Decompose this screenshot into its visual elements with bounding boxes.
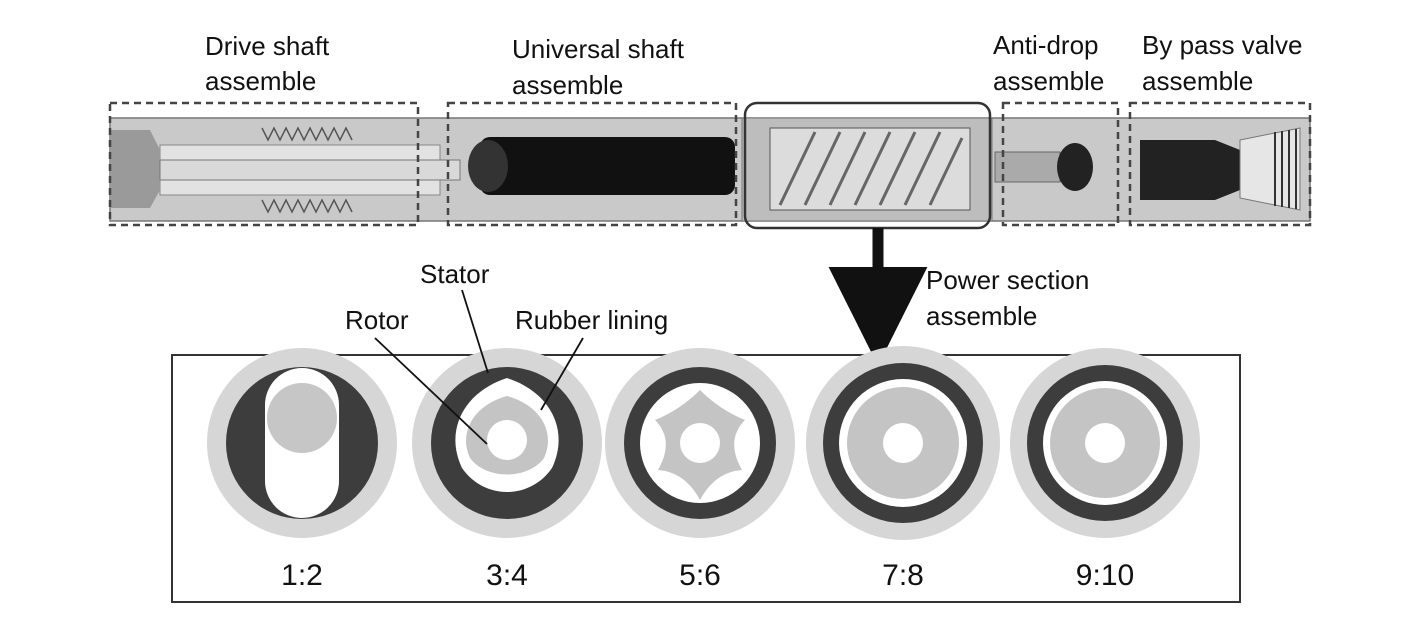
- rotor-helix-lines: [778, 131, 964, 206]
- anti-drop-knob: [1057, 143, 1093, 191]
- anti-drop-box: [1001, 101, 1120, 227]
- drive-shaft-box: [108, 101, 420, 227]
- ratio-label: 3:4: [486, 559, 528, 592]
- anti-drop-label-line1: Anti-drop: [993, 30, 1099, 60]
- anti-drop-label-line2: assemble: [993, 66, 1104, 96]
- drive-shaft-funnel: [110, 130, 160, 208]
- drive-shaft-label-line2: assemble: [205, 66, 316, 96]
- universal-shaft-label-line1: Universal shaft: [512, 34, 685, 64]
- universal-shaft-joint: [468, 140, 508, 192]
- bypass-valve-box: [1128, 101, 1312, 227]
- rubber-lining-label: Rubber lining: [515, 305, 668, 335]
- power-section-label-line1: Power section: [926, 265, 1089, 295]
- power-section-label-line2: assemble: [926, 301, 1037, 331]
- cross-section-7-8: [806, 346, 1000, 540]
- universal-shaft-box: [446, 101, 738, 227]
- drive-shaft-springs: [261, 126, 353, 214]
- bypass-valve-nozzle: [1239, 127, 1301, 211]
- bypass-valve-label-line1: By pass valve: [1142, 30, 1302, 60]
- drive-shaft-label-line1: Drive shaft: [205, 31, 330, 61]
- anti-drop-rod: [994, 151, 1061, 183]
- stator-label: Stator: [420, 259, 490, 289]
- rotor-pointer: [374, 337, 488, 445]
- drive-shaft-rod: [159, 159, 461, 181]
- assembly-boxes: [108, 101, 1312, 227]
- universal-shaft-label-line2: assemble: [512, 70, 623, 100]
- bypass-valve-body: [1140, 140, 1240, 200]
- power-section-rotor: [769, 127, 971, 211]
- rotor-label: Rotor: [345, 305, 409, 335]
- cross-section-5-6: [605, 348, 795, 538]
- cross-section-1-2: [207, 348, 397, 538]
- bypass-valve-threads: [1274, 129, 1297, 209]
- bypass-valve-label-line2: assemble: [1142, 66, 1253, 96]
- ratio-label: 5:6: [679, 559, 721, 592]
- cross-section-3-4: [412, 348, 602, 538]
- universal-shaft-body: [480, 137, 735, 195]
- rubber-lining-pointer: [540, 337, 584, 411]
- ratio-label: 1:2: [281, 559, 323, 592]
- power-section-box: [743, 101, 992, 230]
- ratio-label: 9:10: [1076, 559, 1134, 592]
- cross-section-9-10: [1010, 348, 1200, 538]
- stator-pointer: [461, 289, 489, 374]
- ratio-label: 7:8: [882, 559, 924, 592]
- motor-tool-section: [109, 117, 1311, 222]
